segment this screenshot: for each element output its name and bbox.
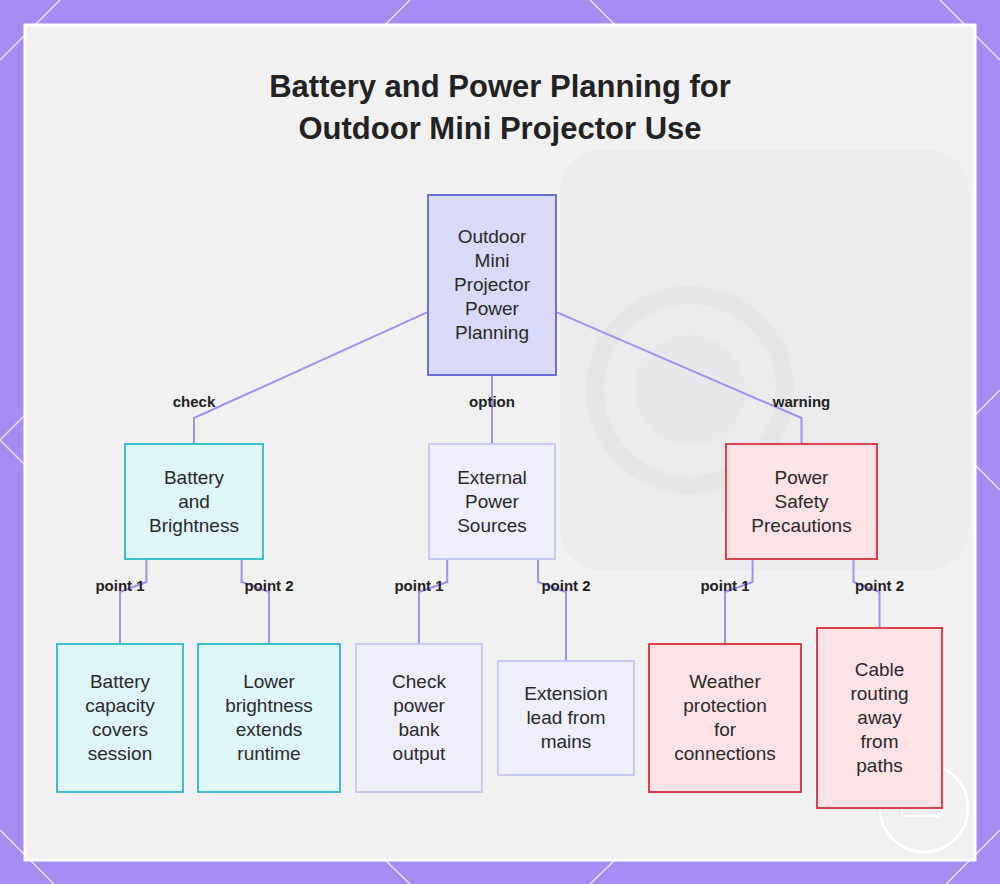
topic-box: Lower brightness extends runtime	[197, 643, 341, 793]
topic-box: Battery capacity covers session	[56, 643, 184, 793]
edge-label: point 2	[541, 577, 590, 594]
warning-box: Cable routing away from paths	[816, 627, 943, 809]
edge-label: point 1	[394, 577, 443, 594]
connector-line	[725, 560, 753, 643]
edge-label: point 1	[95, 577, 144, 594]
connector-line	[491, 376, 493, 443]
node-text: Power Safety Precautions	[749, 466, 854, 538]
connector-line	[854, 560, 880, 627]
faded-photo	[560, 150, 970, 570]
connector-line	[557, 312, 802, 443]
topic-box: Battery and Brightness	[124, 443, 264, 560]
diagram-title: Battery and Power Planning for Outdoor M…	[220, 66, 780, 150]
root-box: Outdoor Mini Projector Power Planning	[427, 194, 557, 376]
node-text: Outdoor Mini Projector Power Planning	[447, 225, 537, 345]
title-block: Battery and Power Planning for Outdoor M…	[200, 66, 800, 150]
topic-box: Extension lead from mains	[497, 660, 635, 776]
edge-label: check	[173, 393, 216, 410]
content-panel	[25, 25, 975, 860]
edge-label: point 2	[855, 577, 904, 594]
node-text: Battery capacity covers session	[72, 670, 168, 766]
connector-line	[242, 560, 269, 643]
connector-line	[419, 560, 447, 643]
node-text: Weather protection for connections	[672, 670, 778, 766]
connector-line	[194, 312, 427, 443]
warning-box: Weather protection for connections	[648, 643, 802, 793]
node-text: Lower brightness extends runtime	[213, 670, 325, 766]
topic-box: Check power bank output	[355, 643, 483, 793]
node-text: Extension lead from mains	[511, 682, 621, 754]
edge-label: point 2	[244, 577, 293, 594]
edge-label: option	[469, 393, 515, 410]
node-text: Cable routing away from paths	[839, 658, 920, 778]
node-text: External Power Sources	[444, 466, 540, 538]
warning-box: Power Safety Precautions	[725, 443, 878, 560]
topic-box: External Power Sources	[428, 443, 556, 560]
node-text: Battery and Brightness	[148, 466, 240, 538]
edge-label: point 1	[700, 577, 749, 594]
connector-line	[538, 560, 566, 660]
connector-line	[120, 560, 146, 643]
node-text: Check power bank output	[373, 670, 465, 766]
edge-label: warning	[773, 393, 831, 410]
